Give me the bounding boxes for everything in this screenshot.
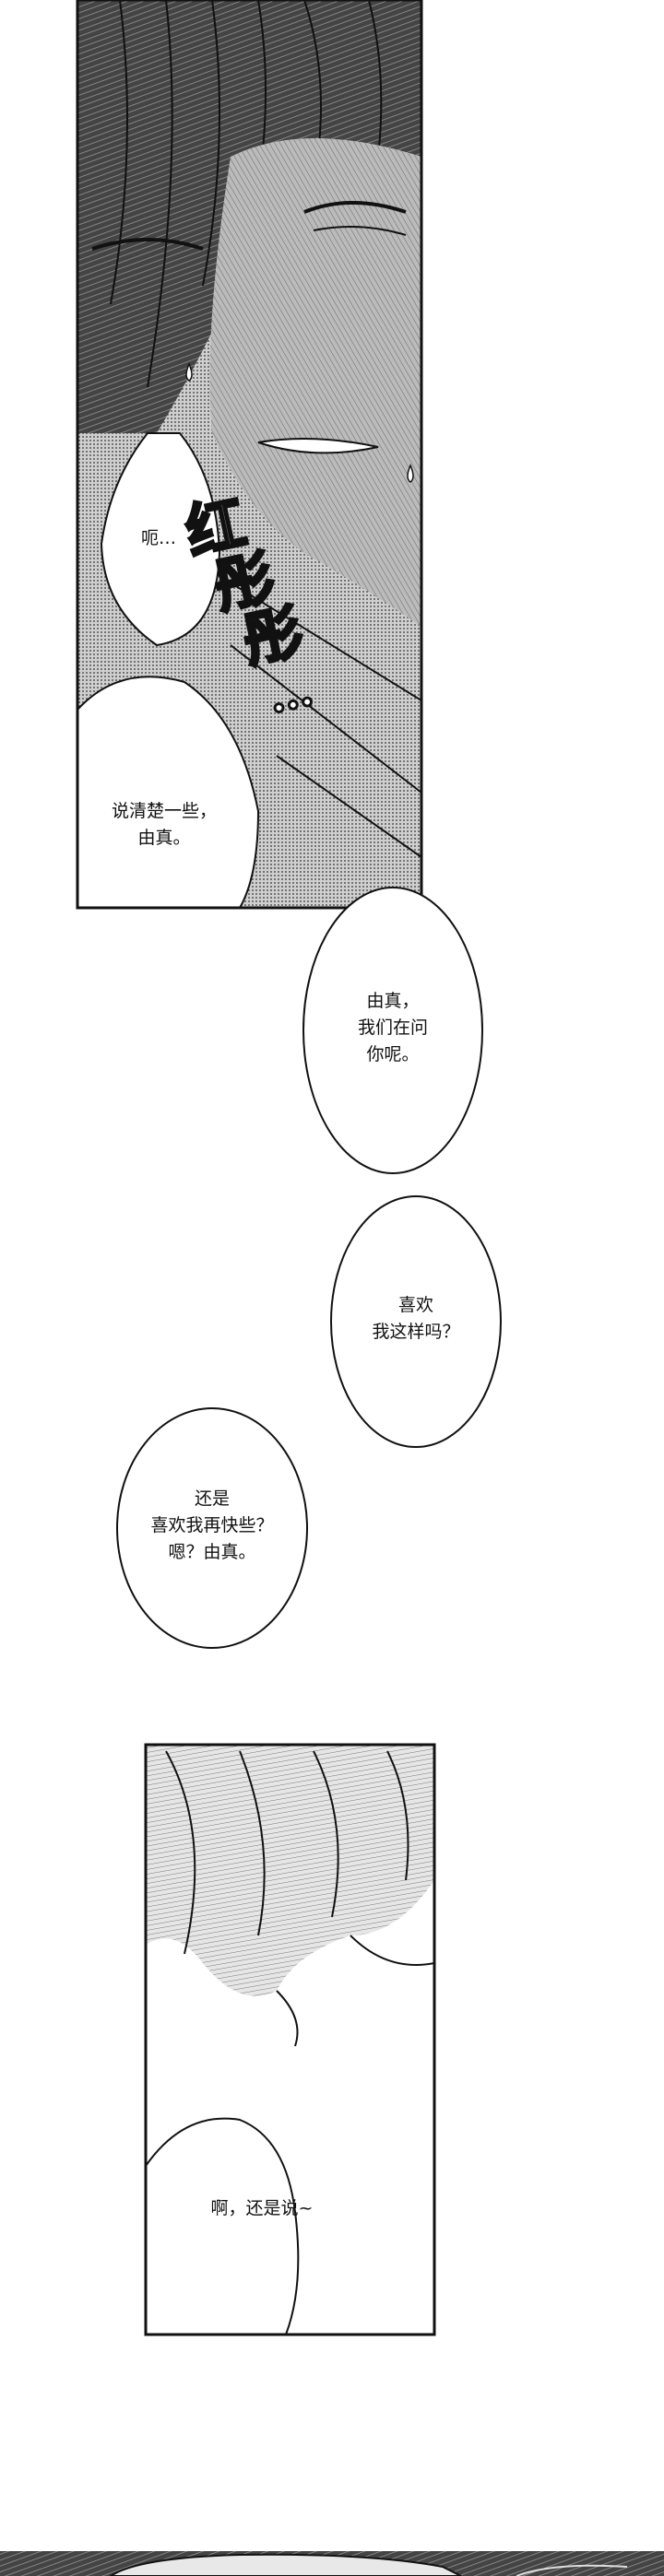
speech-bubble-speak-clearly: 说清楚一些， 由真。 (111, 801, 217, 848)
sfx-char: … (262, 663, 319, 725)
panel-3 (0, 2551, 664, 2576)
speech-bubble-or-rather: 啊，还是说~ (210, 2198, 314, 2218)
speech-bubble-uh: 呃… (140, 528, 176, 548)
sfx-char: 彤 (235, 595, 310, 678)
speech-bubble-like-this: 喜欢 我这样吗？ (372, 1295, 460, 1342)
panel-1 (77, 0, 421, 908)
speech-bubble-we-are-asking: 由真， 我们在问 你呢。 (357, 991, 428, 1065)
panel-2 (146, 1745, 434, 2335)
speech-bubble-faster: 还是 喜欢我再快些？ 嗯？由真。 (150, 1488, 274, 1562)
